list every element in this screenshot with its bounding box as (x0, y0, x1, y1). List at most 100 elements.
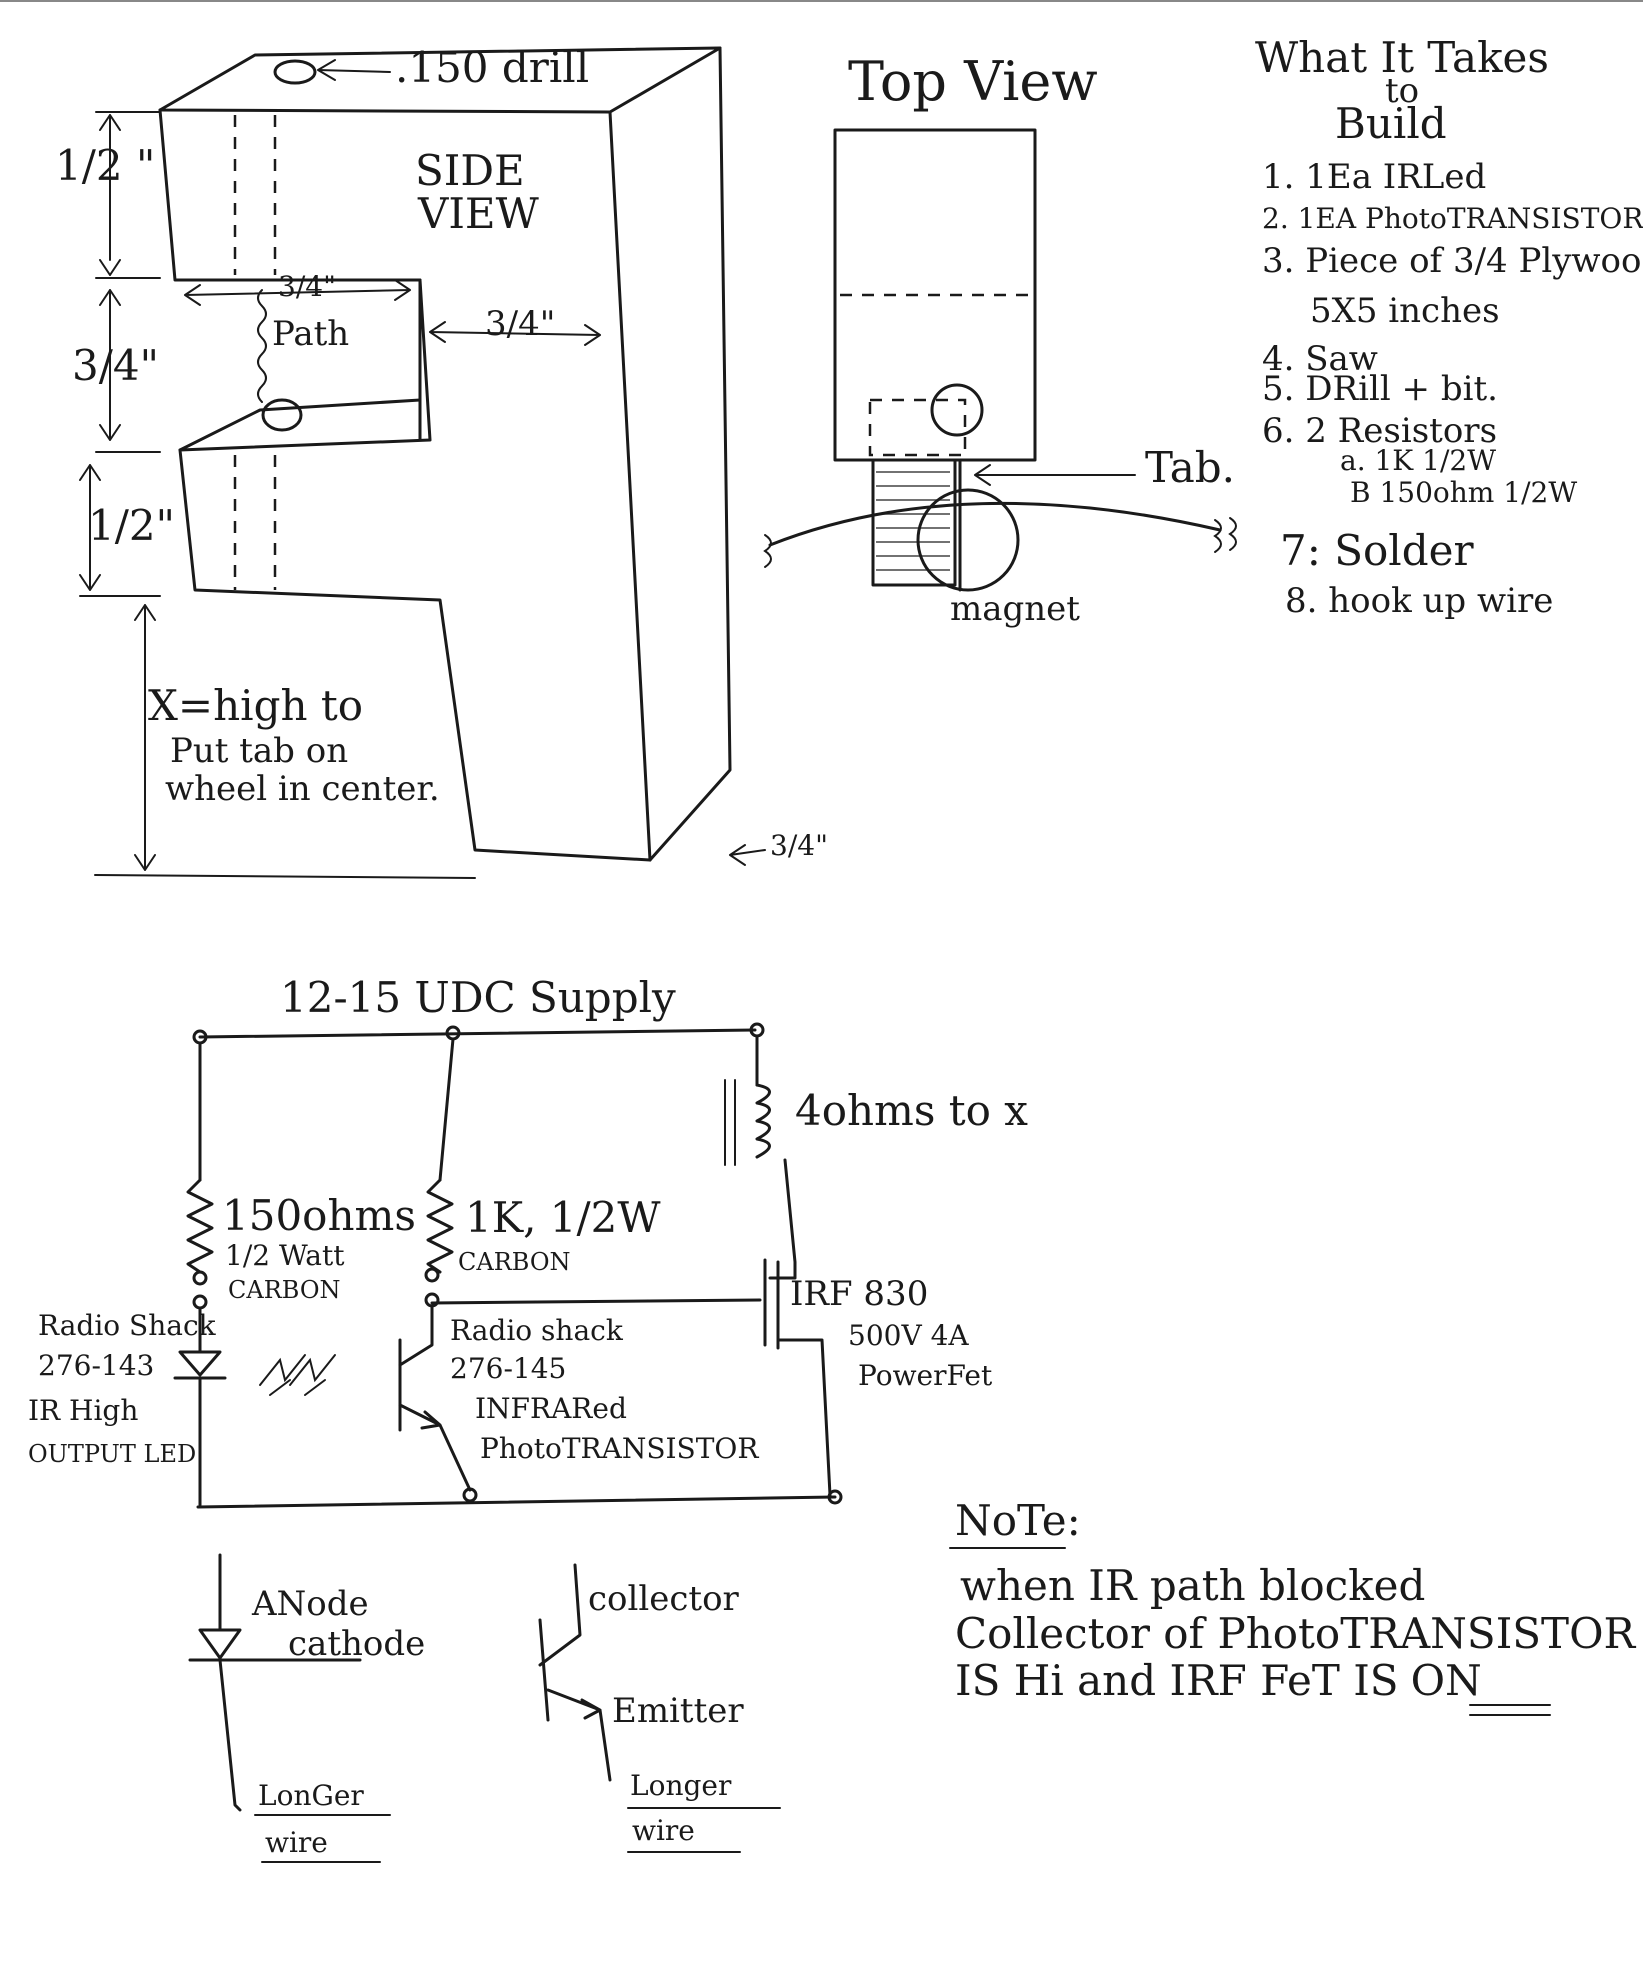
schematic: 12-15 UDC Supply 4ohms to x 150ohms 1/2 … (28, 973, 1028, 1509)
emitter-label: Emitter (612, 1691, 744, 1731)
wheel-break-right (1213, 517, 1237, 553)
r1-node (192, 1270, 208, 1286)
tab-arrow-icon (974, 464, 1136, 486)
build-item-1: 1. 1Ea IRLed (1262, 157, 1486, 197)
legend-pt-emitter-lead (546, 1688, 612, 1782)
base-note-2: Put tab on (170, 731, 348, 771)
ir-emission-icon (259, 1354, 336, 1386)
coil-label: 4ohms to x (795, 1086, 1028, 1135)
supply-label: 12-15 UDC Supply (280, 973, 676, 1022)
path-label: Path (272, 314, 349, 354)
pt-emitter-lead (398, 1403, 472, 1492)
coil-icon (755, 1083, 771, 1159)
pt-collector-lead (398, 1304, 434, 1367)
fet-label-3: PowerFet (858, 1359, 993, 1392)
side-view-title-1: SIDE (415, 146, 525, 195)
dim-arrow-slot (95, 289, 161, 453)
ir-path-squiggle (257, 289, 267, 403)
r1-node-2 (192, 1294, 208, 1310)
legend-pt-collector-lead (538, 1563, 582, 1667)
build-item-7: 7: Solder (1280, 526, 1474, 575)
base-note-3: wheel in center. (165, 769, 440, 809)
slot-floor-edge (178, 398, 422, 452)
tab-hatching (876, 471, 950, 571)
r2-type-label: CARBON (458, 1248, 571, 1276)
dim-arrow-top (95, 111, 161, 279)
r1-rating-label: 1/2 Watt (225, 1239, 345, 1272)
ground-rail (196, 1495, 837, 1509)
magnet-icon (916, 488, 1020, 592)
supply-rail (198, 1028, 757, 1039)
drill-arrow-icon (317, 59, 391, 81)
pt-label-3: INFRARed (475, 1392, 627, 1425)
dim-arrow-bottom (79, 464, 161, 597)
r1-resistor-icon (186, 1178, 214, 1274)
build-item-6a: a. 1K 1/2W (1340, 444, 1496, 477)
legend-pt-base-bar (538, 1618, 550, 1722)
collector-label: collector (588, 1579, 740, 1619)
build-item-4: 4. Saw (1262, 339, 1378, 379)
note-block: NoTe: when IR path blocked Collector of … (949, 1496, 1636, 1716)
dim-top-label: 1/2 " (55, 141, 155, 190)
build-item-3b: 5X5 inches (1310, 291, 1500, 331)
build-title-3: Build (1335, 99, 1447, 148)
side-view-drawing: .150 drill SIDE VIEW 1/2 " 3/4" 1/2" 3/4… (55, 43, 828, 879)
slot-hole-icon (261, 398, 303, 432)
fet-drain-lead (768, 1158, 797, 1280)
top-view-tab (871, 458, 957, 587)
led-longer-wire-2: wire (265, 1826, 328, 1859)
build-item-6b: B 150ohm 1/2W (1350, 476, 1577, 509)
dim-slot-label: 3/4" (72, 341, 159, 390)
build-title-1: What It Takes (1255, 33, 1549, 82)
led-lead-bottom (173, 1376, 227, 1507)
legend-led-cathode-lead (188, 1658, 362, 1812)
fet-source-lead (776, 1338, 832, 1497)
dim-arrow-base (94, 604, 476, 879)
cathode-label: cathode (288, 1624, 425, 1664)
build-list: What It Takes to Build 1. 1Ea IRLed 2. 1… (1255, 33, 1643, 621)
block-right-face (608, 46, 732, 862)
led-label-1: Radio Shack (38, 1309, 217, 1342)
ground-node-right (827, 1489, 843, 1505)
top-view-hole-icon (930, 383, 984, 437)
build-item-3: 3. Piece of 3/4 Plywood (1262, 241, 1643, 281)
gate-wire (430, 1298, 762, 1305)
note-line-1: when IR path blocked (960, 1561, 1425, 1610)
r2-node (424, 1267, 440, 1283)
dim-wall-label: 3/4" (485, 304, 555, 344)
drill-hole-icon (273, 59, 317, 85)
wheel-arc (768, 501, 1222, 547)
build-item-8: 8. hook up wire (1285, 581, 1553, 621)
note-heading: NoTe: (955, 1496, 1081, 1545)
build-title-2: to (1385, 71, 1419, 111)
dim-slot-width-label: 3/4" (278, 270, 336, 303)
led-diode-icon (178, 1350, 222, 1377)
dim-arrow-slot-width (184, 279, 411, 306)
dim-thickness-label: 3/4" (770, 829, 828, 862)
pt-label-2: 276-145 (450, 1352, 566, 1385)
note-line-2: Collector of PhotoTRANSISTOR (955, 1609, 1636, 1658)
anode-label: ANode (251, 1584, 369, 1624)
pt-longer-wire-1: Longer (630, 1769, 732, 1802)
base-note-1: X=high to (148, 681, 363, 730)
r2-lead-top (438, 1037, 455, 1182)
side-view-title-2: VIEW (417, 189, 540, 238)
pt-longer-wire-2: wire (632, 1814, 695, 1847)
build-item-5: 5. DRill + bit. (1262, 369, 1498, 409)
r2-resistor-icon (426, 1178, 454, 1274)
dim-bottom-label: 1/2" (88, 501, 175, 550)
led-longer-wire-1: LonGer (258, 1779, 364, 1812)
dim-arrow-thickness (729, 844, 766, 866)
led-label-3: IR High (28, 1394, 138, 1427)
pt-label-4: PhotoTRANSISTOR (480, 1432, 759, 1465)
tab-label: Tab. (1145, 443, 1235, 492)
r2-value-label: 1K, 1/2W (465, 1193, 661, 1242)
drill-label: .150 drill (395, 43, 589, 92)
pt-label-1: Radio shack (450, 1314, 624, 1347)
top-view-emitter-outline (868, 398, 967, 457)
magnet-label: magnet (950, 589, 1080, 629)
ir-arrows-icon (269, 1379, 326, 1396)
note-line-3-prefix: IS Hi and IRF FeT IS (955, 1656, 1399, 1705)
